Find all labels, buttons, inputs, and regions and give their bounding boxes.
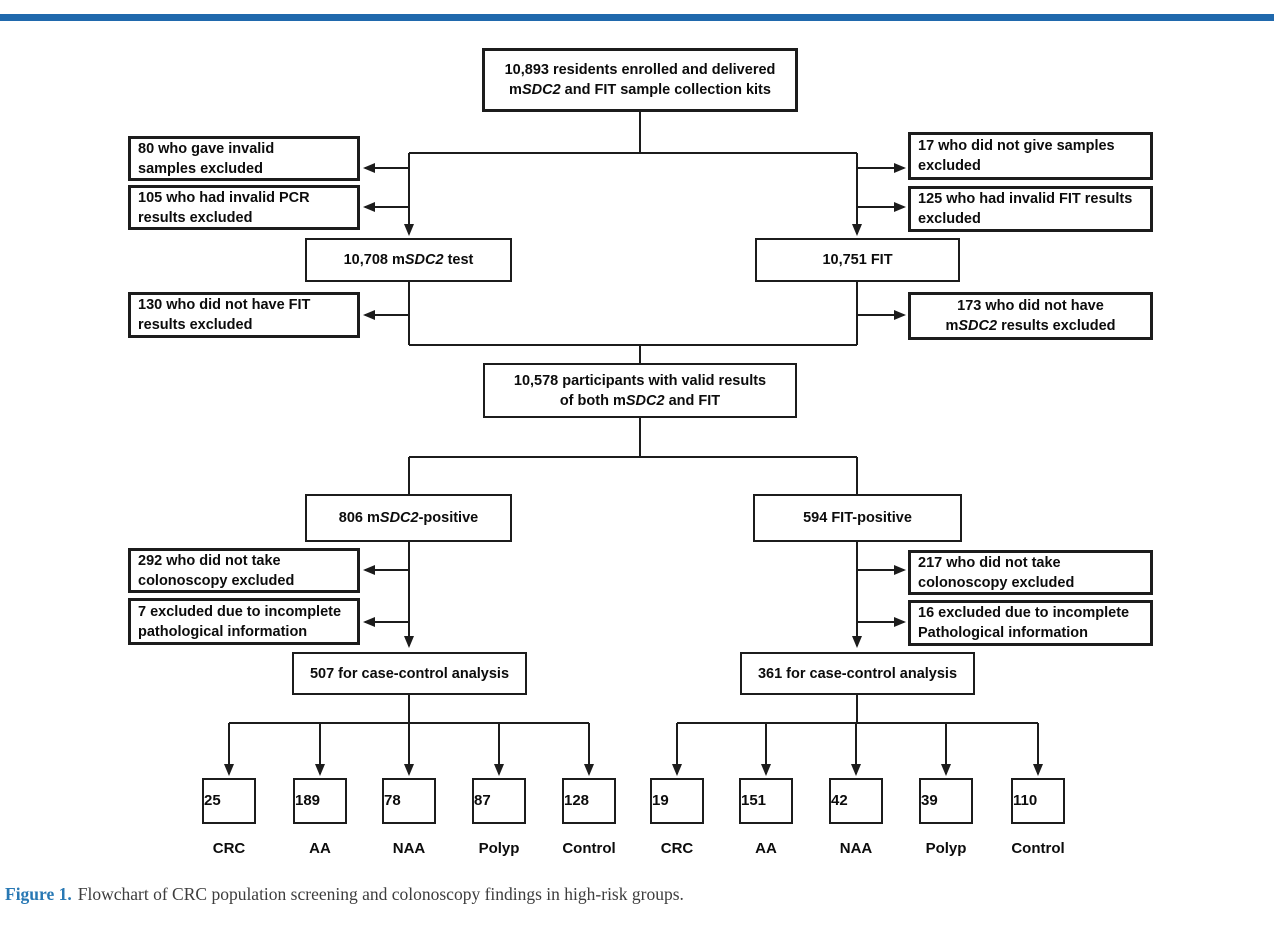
outcome-count-box: 189: [293, 778, 347, 824]
node-excluded-no-colonoscopy-right: 217 who did not take colonoscopy exclude…: [908, 550, 1153, 595]
outcome-category-label: CRC: [212, 840, 246, 857]
node-fit-positive: 594 FIT-positive: [753, 494, 962, 542]
outcome-count-box: 87: [472, 778, 526, 824]
figure-caption-number: Figure 1.: [5, 884, 72, 904]
journal-rule-bar: [0, 14, 1274, 21]
outcome-count: 78: [384, 791, 401, 809]
node-case-control-right: 361 for case-control analysis: [740, 652, 975, 695]
figure-caption: Figure 1.Flowchart of CRC population scr…: [5, 884, 1105, 905]
node-excluded-invalid-fit: 125 who had invalid FIT results excluded: [908, 186, 1153, 232]
outcome-category-label: NAA: [839, 840, 873, 857]
node-excluded-no-samples: 17 who did not give samples excluded: [908, 132, 1153, 180]
node-excluded-incomplete-pathology-left: 7 excluded due to incomplete pathologica…: [128, 598, 360, 645]
node-fit-test: 10,751 FIT: [755, 238, 960, 282]
outcome-category-label: CRC: [660, 840, 694, 857]
node-label: 292 who did not take colonoscopy exclude…: [138, 552, 295, 589]
node-excluded-no-colonoscopy-left: 292 who did not take colonoscopy exclude…: [128, 548, 360, 593]
outcome-category-label: AA: [755, 840, 777, 857]
outcome-count-box: 151: [739, 778, 793, 824]
node-label: 217 who did not take colonoscopy exclude…: [918, 554, 1075, 591]
outcome-count-box: 78: [382, 778, 436, 824]
outcome-count: 42: [831, 791, 848, 809]
outcome-count-box: 128: [562, 778, 616, 824]
outcome-count: 110: [1013, 791, 1038, 809]
node-label: 16 excluded due to incomplete Pathologic…: [918, 605, 1130, 641]
node-excluded-invalid-pcr: 105 who had invalid PCR results excluded: [128, 185, 360, 230]
node-label: 10,708 mSDC2 test: [343, 252, 474, 268]
outcome-count: 39: [921, 791, 938, 809]
node-label: 105 who had invalid PCR results excluded: [138, 189, 310, 226]
outcome-category-label: Control: [1011, 840, 1065, 857]
outcome-category-label: Polyp: [478, 840, 520, 857]
node-valid-both: 10,578 participants with valid results o…: [483, 363, 797, 418]
figure-caption-text: Flowchart of CRC population screening an…: [77, 884, 684, 904]
node-excluded-no-fit-results: 130 who did not have FIT results exclude…: [128, 292, 360, 338]
node-label: 361 for case-control analysis: [757, 665, 958, 682]
node-label: 10,893 residents enrolled and delivered …: [504, 62, 776, 98]
outcome-count: 128: [564, 791, 590, 809]
node-case-control-left: 507 for case-control analysis: [292, 652, 527, 695]
node-excluded-no-msdc2-results: 173 who did not have mSDC2 results exclu…: [908, 292, 1153, 340]
outcome-count-box: 39: [919, 778, 973, 824]
outcome-count-box: 42: [829, 778, 883, 824]
outcome-count: 25: [204, 791, 221, 809]
plain-connectors: [229, 112, 1038, 724]
node-excluded-incomplete-pathology-right: 16 excluded due to incomplete Pathologic…: [908, 600, 1153, 646]
outcome-category-label: AA: [309, 840, 331, 857]
node-label: 7 excluded due to incomplete pathologica…: [138, 603, 342, 640]
outcome-count: 151: [741, 791, 767, 809]
outcome-category-label: NAA: [392, 840, 426, 857]
node-label: 125 who had invalid FIT results excluded: [918, 191, 1133, 227]
node-enrolled: 10,893 residents enrolled and delivered …: [482, 48, 798, 112]
outcome-count: 87: [474, 791, 491, 809]
node-label: 10,751 FIT: [822, 252, 893, 268]
node-label: 80 who gave invalid samples excluded: [138, 140, 275, 177]
outcome-count-box: 25: [202, 778, 256, 824]
outcome-count: 19: [652, 791, 669, 809]
node-label: 173 who did not have mSDC2 results exclu…: [945, 298, 1116, 334]
outcome-count: 189: [295, 791, 321, 809]
node-excluded-invalid-samples: 80 who gave invalid samples excluded: [128, 136, 360, 181]
connector-lines: [224, 112, 1043, 776]
node-label: 10,578 participants with valid results o…: [513, 372, 767, 409]
node-msdc2-positive: 806 mSDC2-positive: [305, 494, 512, 542]
node-label: 17 who did not give samples excluded: [918, 138, 1115, 174]
node-label: 806 mSDC2-positive: [338, 510, 479, 526]
outcome-category-label: Control: [562, 840, 616, 857]
node-label: 130 who did not have FIT results exclude…: [138, 297, 311, 333]
node-label: 594 FIT-positive: [803, 510, 912, 526]
outcome-count-box: 110: [1011, 778, 1065, 824]
node-msdc2-test: 10,708 mSDC2 test: [305, 238, 512, 282]
outcome-count-box: 19: [650, 778, 704, 824]
outcome-category-label: Polyp: [925, 840, 967, 857]
node-label: 507 for case-control analysis: [309, 665, 510, 682]
